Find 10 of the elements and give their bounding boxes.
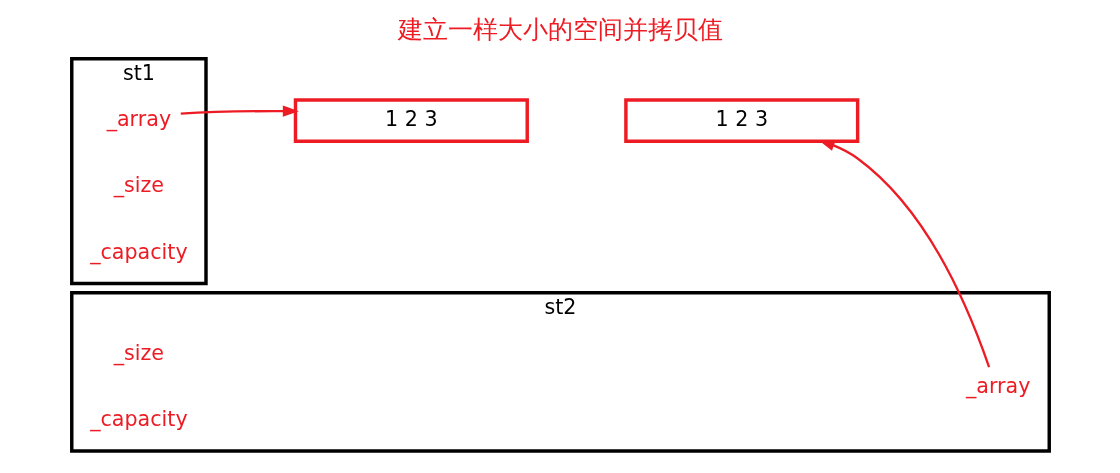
node-text: _array: [965, 373, 1030, 398]
node-box: 1 2 3: [623, 98, 859, 143]
arrow: [180, 105, 299, 117]
node-text: _size: [113, 173, 164, 198]
node-text: _capacity: [89, 239, 188, 264]
diagram-title: 建立一样大小的空间并拷贝值: [397, 14, 723, 44]
node-text: _array: [106, 106, 171, 131]
node-box: 1 2 3: [293, 98, 529, 143]
node-text: _capacity: [89, 407, 188, 432]
node-text: _size: [113, 340, 164, 365]
